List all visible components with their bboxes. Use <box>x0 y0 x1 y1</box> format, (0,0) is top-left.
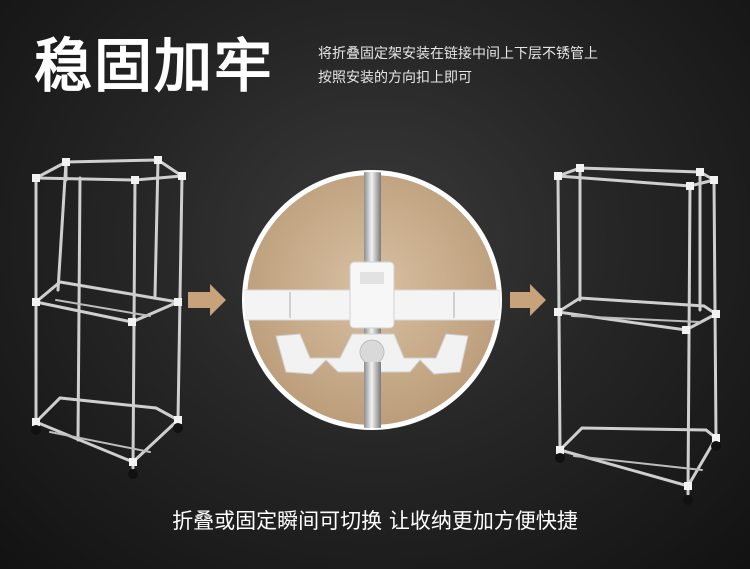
headline: 稳固加牢 <box>34 32 275 100</box>
right-rack-joints <box>554 164 720 490</box>
left-rack-wheels <box>31 423 183 479</box>
description-line-1: 将折叠固定架安装在链接中间上下层不锈管上 <box>318 46 598 62</box>
left-rack-image <box>34 158 184 470</box>
right-rack-wheels <box>555 441 721 505</box>
caption: 折叠或固定瞬间可切换 让收纳更加方便快捷 <box>172 509 578 533</box>
left-rack-joints <box>32 156 186 466</box>
right-rack-image <box>556 166 718 496</box>
arrow-right-icon <box>188 284 226 316</box>
description: 将折叠固定架安装在链接中间上下层不锈管上 按照安装的方向扣上即可 <box>318 42 698 90</box>
arrow-right-icon-2 <box>510 284 546 316</box>
description-line-2: 按照安装的方向扣上即可 <box>318 70 472 86</box>
bracket-closeup-image <box>242 170 502 430</box>
